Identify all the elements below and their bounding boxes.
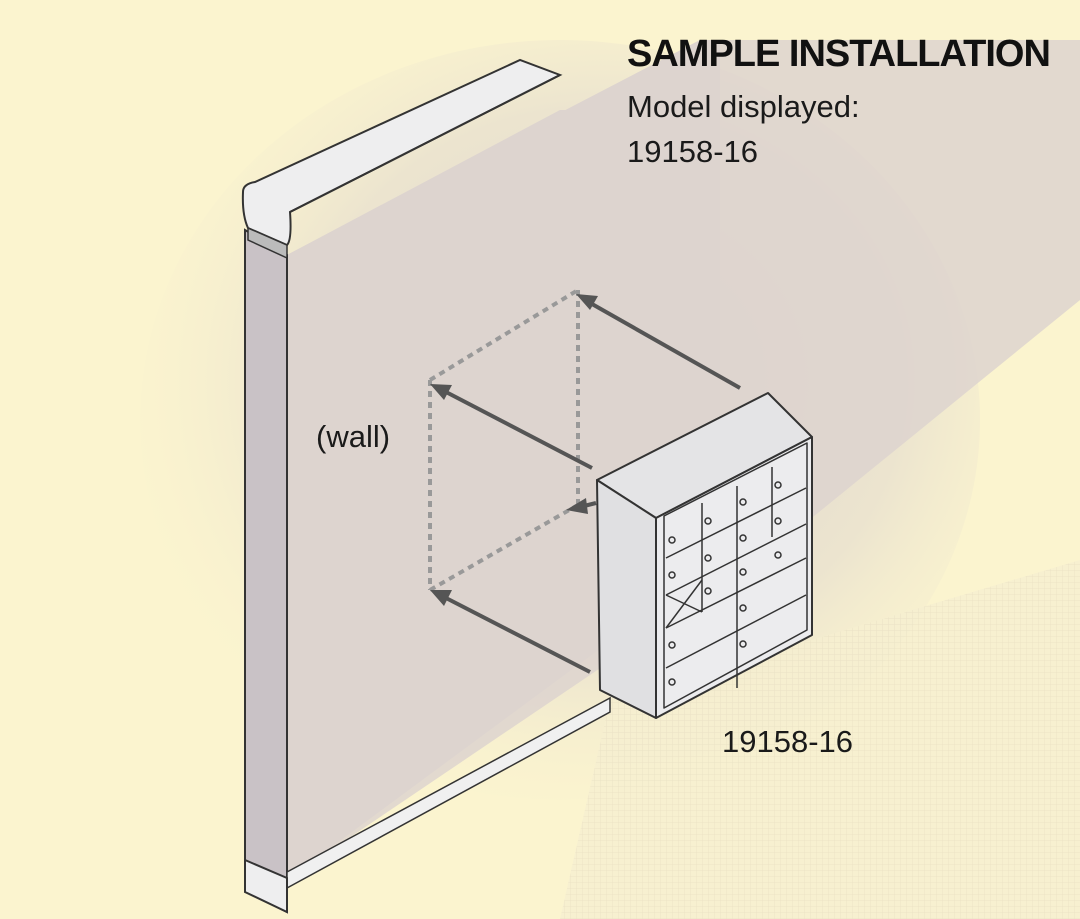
model-number: 19158-16 [627,134,758,169]
mailbox-side [596,479,657,719]
model-caption: Model displayed: [627,89,860,124]
mailbox-unit [596,392,813,719]
arrow-bottom-left [445,596,591,674]
arrow-top-left [445,390,593,470]
mailbox-model-label: 19158-16 [722,724,853,759]
mounting-outline [428,288,580,592]
arrow-top-right [591,302,741,390]
install-arrows [430,294,741,674]
wall-label: (wall) [316,419,390,454]
diagram-title: SAMPLE INSTALLATION [627,33,1050,75]
floor [560,560,1080,919]
